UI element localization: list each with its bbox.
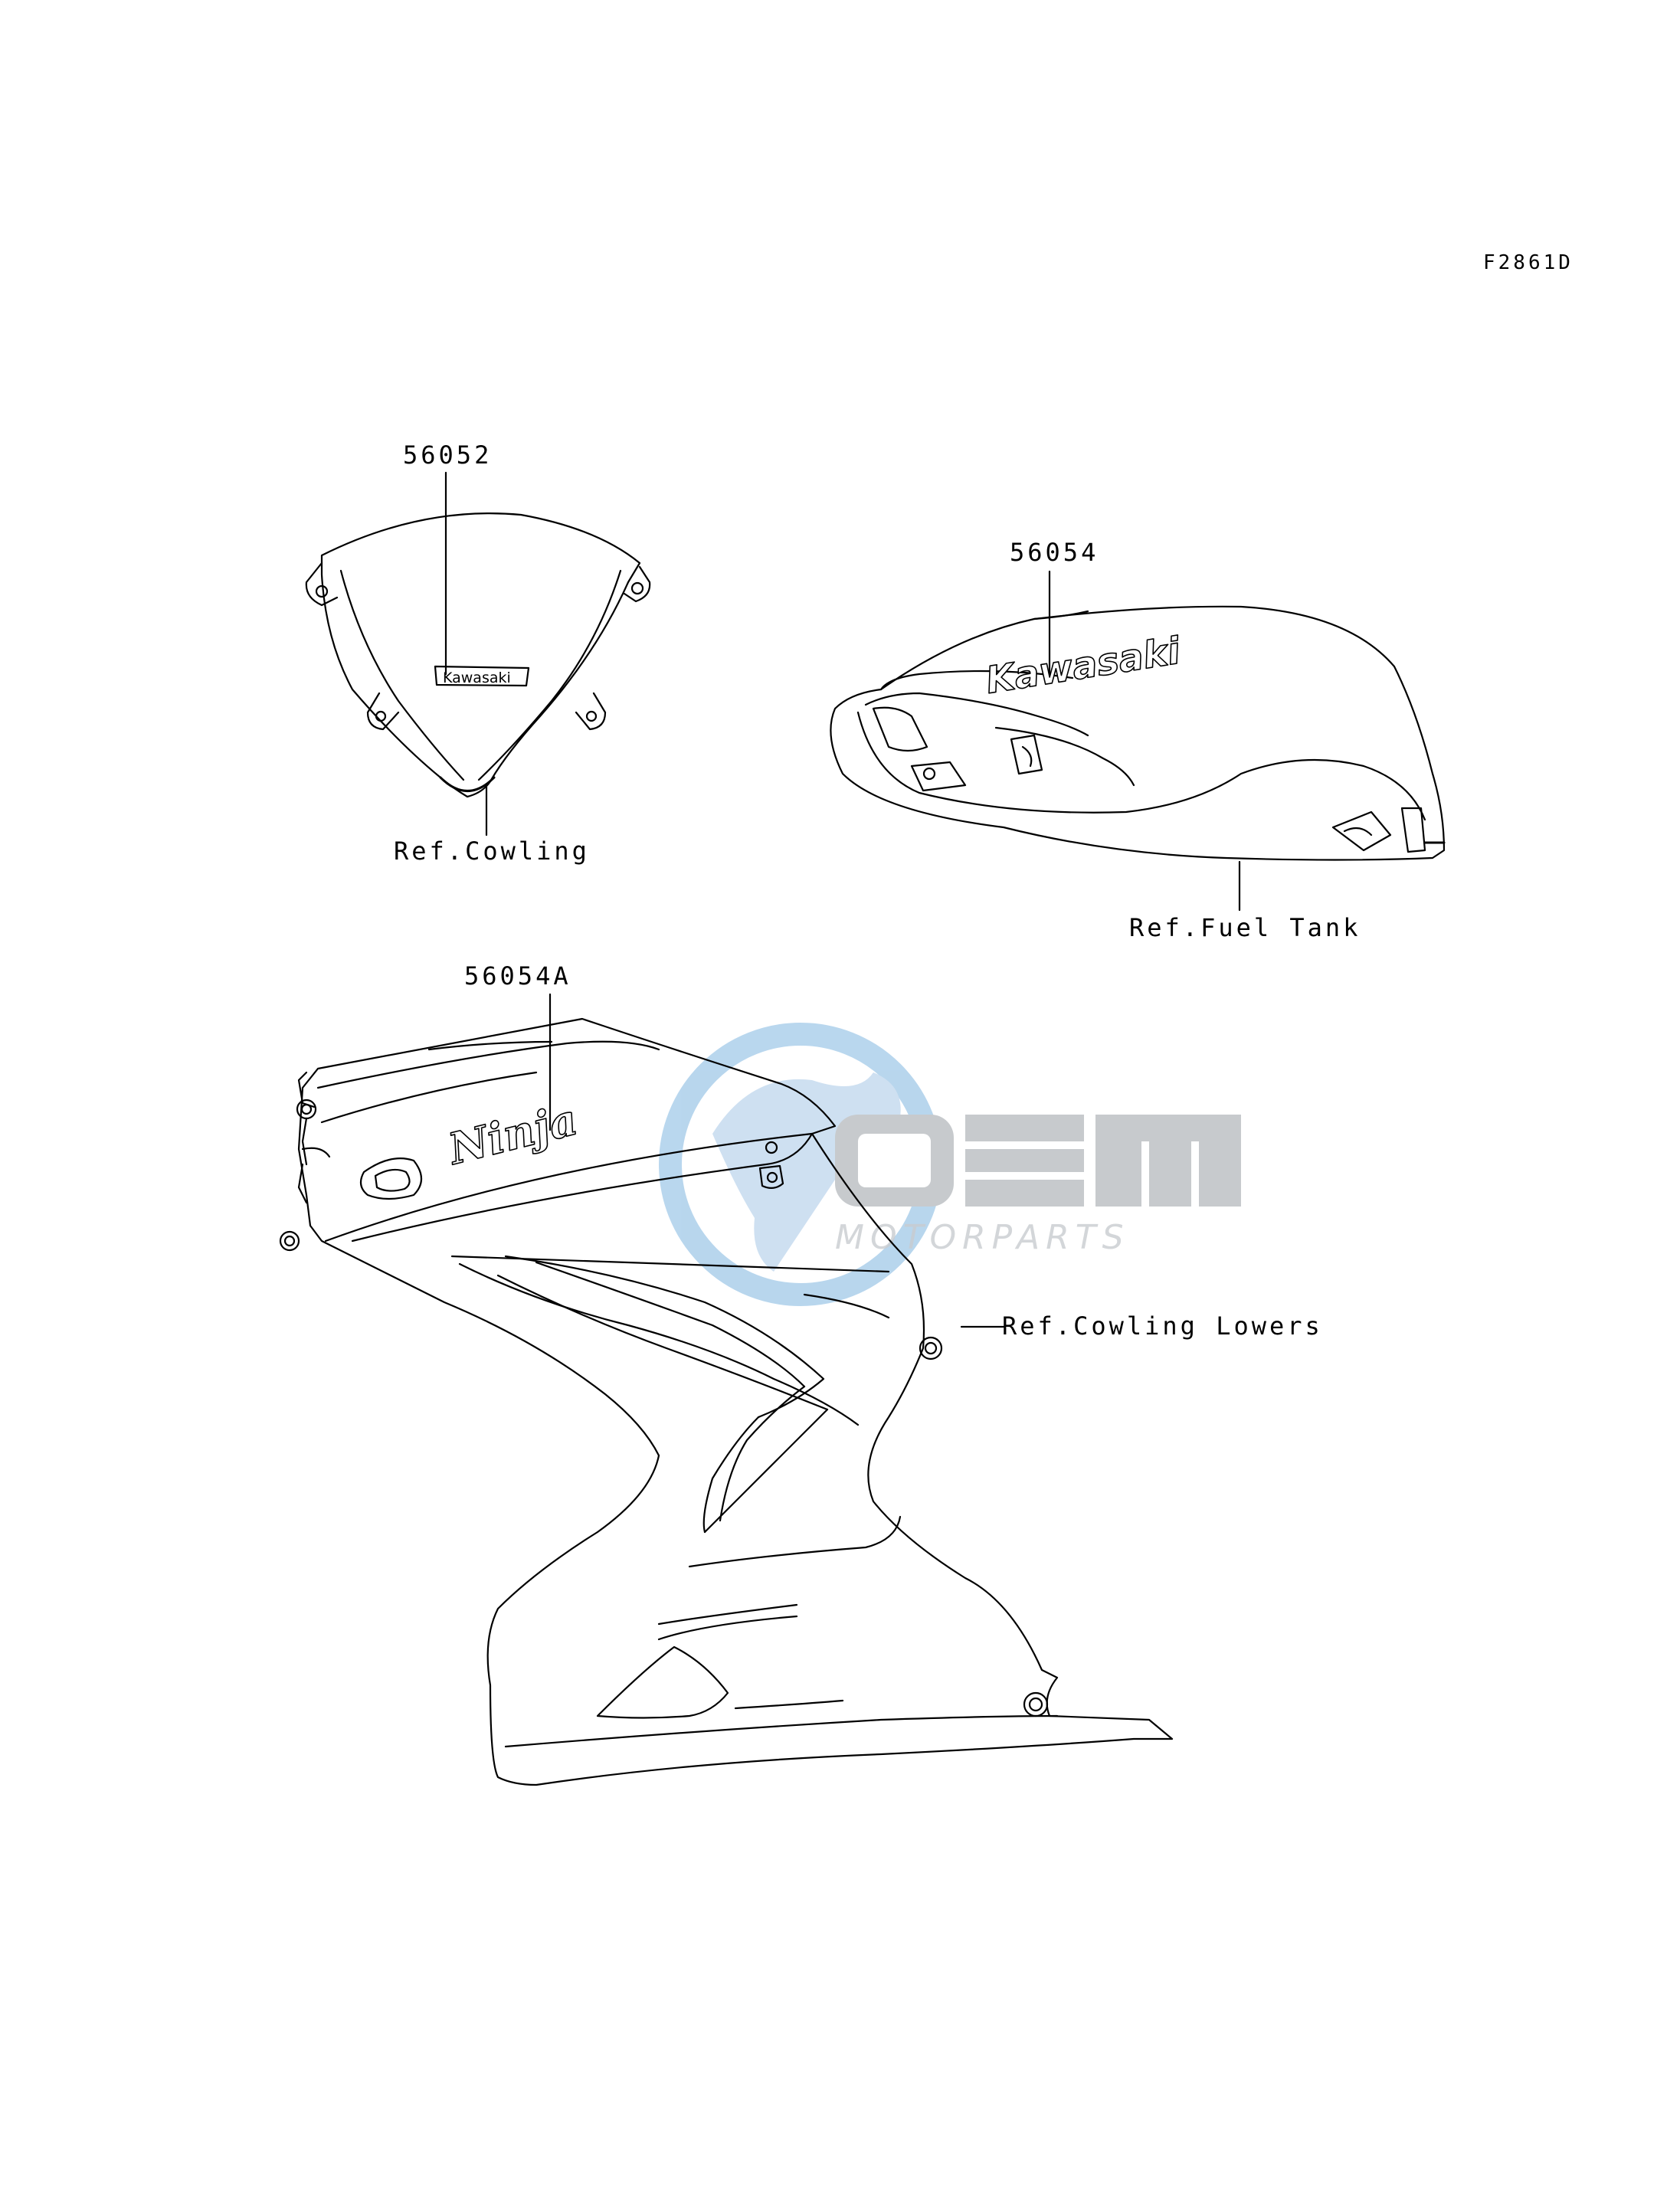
fuel-tank-decal-text: Kawasaki xyxy=(983,629,1184,702)
ref-label-fuel-tank: Ref.Fuel Tank xyxy=(1129,913,1361,942)
diagram-code: F2861D xyxy=(1483,251,1574,274)
cowling-lower-drawing xyxy=(279,1017,1174,1786)
windscreen-decal xyxy=(434,665,530,687)
watermark-osm-letters xyxy=(835,1115,1241,1207)
part-number-56054: 56054 xyxy=(1010,538,1099,567)
fuel-tank-drawing xyxy=(830,605,1446,861)
ref-label-cowling: Ref.Cowling xyxy=(394,837,590,866)
part-number-56054A: 56054A xyxy=(464,961,571,990)
part-number-56052: 56052 xyxy=(403,440,493,470)
cowling-decal-text: Ninja xyxy=(442,1094,582,1175)
windscreen-decal-text: Kawasaki xyxy=(443,670,511,686)
watermark-tagline: MOTORPARTS xyxy=(835,1218,1130,1257)
windscreen-drawing xyxy=(305,512,651,798)
ref-label-cowling-lowers: Ref.Cowling Lowers xyxy=(1002,1311,1323,1341)
